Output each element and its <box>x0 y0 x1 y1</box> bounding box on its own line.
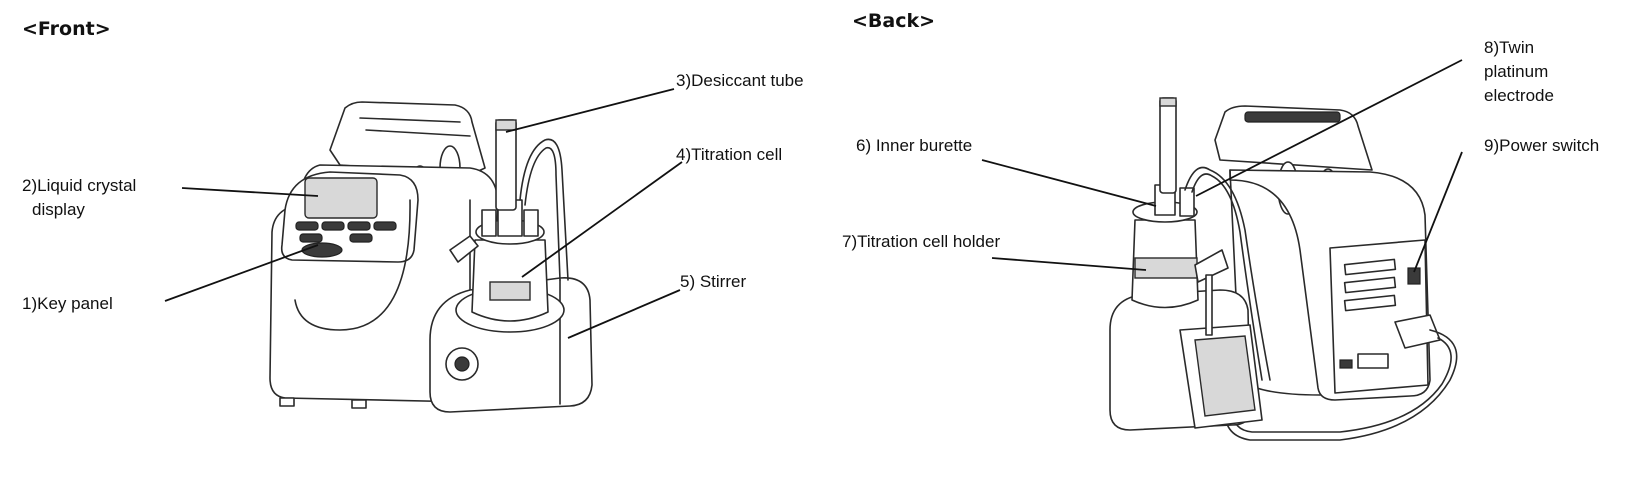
label-electrode-line2: platinum <box>1484 62 1549 81</box>
leader-desiccant <box>505 88 675 133</box>
back-heading: <Back> <box>852 10 936 32</box>
label-key-panel: 1)Key panel <box>22 294 113 313</box>
leader-electrode <box>1195 59 1463 197</box>
label-inner-burette: 6) Inner burette <box>856 136 973 155</box>
label-lcd-line2: display <box>32 200 85 219</box>
label-cell-holder: 7)Titration cell holder <box>842 232 1001 251</box>
label-power-switch: 9)Power switch <box>1484 136 1600 155</box>
label-lcd: 2)Liquid crystal display <box>22 174 136 222</box>
label-titration-cell: 4)Titration cell <box>676 145 783 164</box>
label-lcd-line1: 2)Liquid crystal <box>22 176 137 195</box>
label-desiccant-tube: 3)Desiccant tube <box>676 71 804 90</box>
leader-lcd <box>181 187 319 197</box>
leader-inner-burette <box>981 159 1157 207</box>
front-heading: <Front> <box>22 18 111 40</box>
back-main-unit <box>1214 105 1458 441</box>
leader-cell-holder <box>991 257 1147 271</box>
label-electrode-line1: 8)Twin <box>1484 38 1535 57</box>
label-electrode-line3: electrode <box>1484 86 1554 105</box>
label-stirrer: 5) Stirrer <box>680 272 747 291</box>
front-stirrer-unit <box>429 119 593 413</box>
label-electrode: 8)Twin platinum electrode <box>1484 36 1554 108</box>
back-stirrer-unit <box>1109 97 1271 431</box>
leader-stirrer <box>567 289 681 339</box>
leader-power-switch <box>1413 151 1463 273</box>
leader-key-panel <box>164 244 319 302</box>
leader-titration-cell <box>521 161 683 278</box>
